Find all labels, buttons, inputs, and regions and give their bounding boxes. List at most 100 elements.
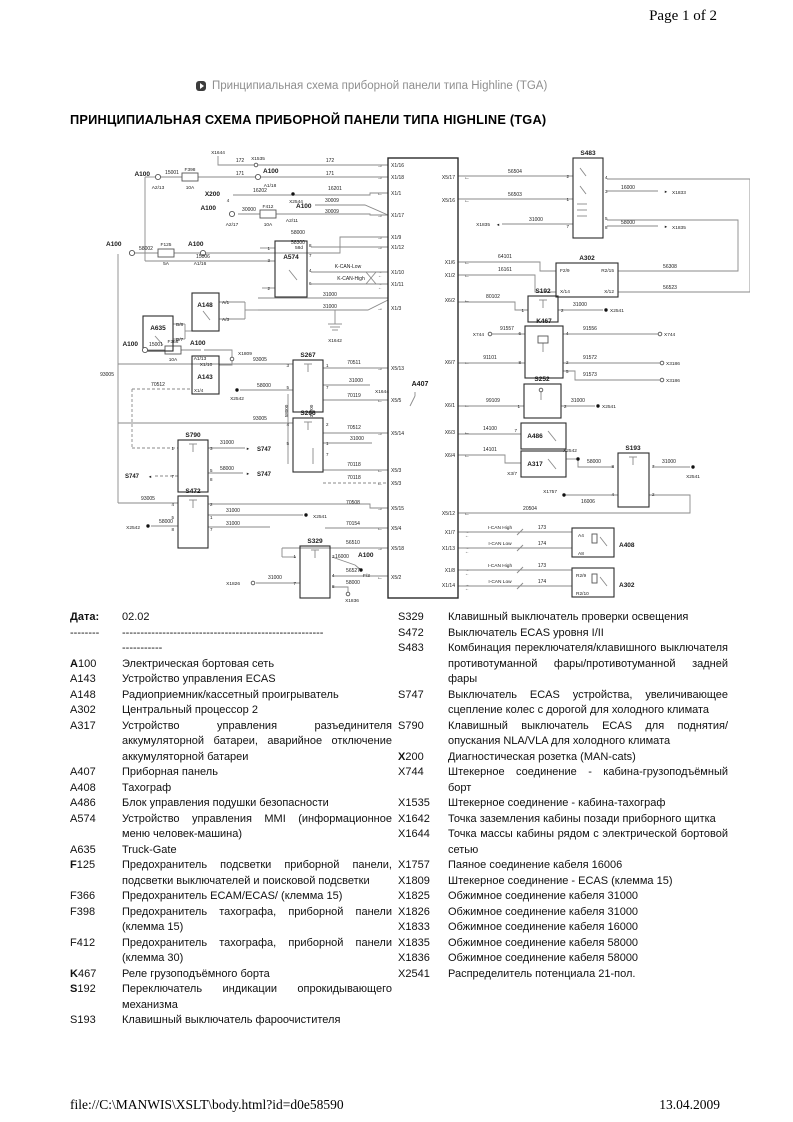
svg-text:X5/12: X5/12 bbox=[442, 511, 455, 517]
svg-text:70511: 70511 bbox=[347, 360, 361, 366]
component-S266 bbox=[292, 417, 324, 473]
svg-text:←: ← bbox=[465, 586, 469, 591]
page-number: Page 1 of 2 bbox=[649, 8, 717, 24]
legend-code: S790 bbox=[398, 719, 424, 732]
svg-text:X3/7: X3/7 bbox=[507, 471, 517, 477]
svg-text:X1/10: X1/10 bbox=[200, 362, 213, 368]
svg-text:X2541: X2541 bbox=[602, 404, 616, 410]
svg-text:X5/14: X5/14 bbox=[391, 431, 404, 437]
svg-text:R2/9: R2/9 bbox=[576, 573, 586, 579]
svg-text:2: 2 bbox=[566, 360, 569, 365]
svg-text:91573: 91573 bbox=[583, 372, 597, 378]
legend-desc: Предохранитель подсветки приборной панел… bbox=[122, 859, 392, 887]
svg-text:X744: X744 bbox=[473, 332, 485, 338]
svg-text:172: 172 bbox=[236, 158, 245, 164]
svg-text:70119: 70119 bbox=[347, 393, 361, 399]
svg-text:2: 2 bbox=[326, 422, 329, 427]
legend-desc: Распределитель потенциала 21-пол. bbox=[448, 967, 636, 980]
legend-desc: Приборная панель bbox=[122, 766, 218, 778]
svg-text:K-CAN-Low: K-CAN-Low bbox=[335, 264, 362, 270]
svg-text:91101: 91101 bbox=[483, 355, 497, 361]
legend-desc: Реле грузоподъёмного борта bbox=[122, 967, 270, 980]
legend-desc: Переключатель индикации опрокидывающего … bbox=[122, 983, 392, 1011]
svg-text:8: 8 bbox=[605, 225, 608, 230]
component-A302 bbox=[555, 262, 619, 298]
svg-text:1: 1 bbox=[210, 515, 213, 520]
svg-text:174: 174 bbox=[538, 579, 547, 585]
svg-text:56527: 56527 bbox=[346, 568, 360, 574]
svg-text:58000: 58000 bbox=[220, 466, 234, 472]
svg-text:F2/9: F2/9 bbox=[560, 268, 570, 274]
legend-desc: Обжимное соединение кабеля 31000 bbox=[448, 905, 639, 918]
legend-desc: Электрическая бортовая сеть bbox=[122, 657, 275, 670]
svg-text:A148: A148 bbox=[197, 302, 213, 309]
svg-text:4: 4 bbox=[227, 198, 230, 203]
svg-text:I-CAN High: I-CAN High bbox=[488, 563, 513, 569]
svg-text:7: 7 bbox=[309, 253, 312, 258]
legend-desc: Комбинация переключателя/клавишного выкл… bbox=[448, 642, 728, 685]
legend-code: S192 bbox=[70, 983, 96, 995]
svg-text:→: → bbox=[377, 213, 383, 219]
legend-code: A317 bbox=[70, 719, 96, 732]
svg-text:A100: A100 bbox=[296, 203, 312, 210]
svg-text:X1/6: X1/6 bbox=[445, 260, 456, 266]
svg-text:171: 171 bbox=[326, 171, 335, 177]
svg-text:X1/10: X1/10 bbox=[391, 270, 404, 276]
svg-text:93005: 93005 bbox=[141, 496, 155, 502]
svg-text:X1826: X1826 bbox=[226, 581, 240, 587]
svg-text:171: 171 bbox=[236, 171, 245, 177]
svg-text:172: 172 bbox=[326, 158, 335, 164]
svg-text:91572: 91572 bbox=[583, 355, 597, 361]
legend-desc: Паяное соединение кабеля 16006 bbox=[448, 859, 623, 871]
svg-text:70154: 70154 bbox=[346, 521, 360, 527]
legend-code: A302 bbox=[70, 704, 96, 716]
svg-text:5A: 5A bbox=[163, 261, 170, 267]
svg-text:F/3: F/3 bbox=[363, 573, 370, 579]
svg-text:X6/2: X6/2 bbox=[445, 298, 456, 304]
legend-divider-row: ----------- bbox=[70, 641, 392, 657]
component-K467 bbox=[524, 325, 564, 379]
svg-text:31000: 31000 bbox=[323, 304, 337, 310]
svg-text:←: ← bbox=[464, 430, 470, 436]
svg-text:B/7: B/7 bbox=[176, 337, 184, 343]
svg-text:5: 5 bbox=[286, 441, 289, 446]
svg-text:8: 8 bbox=[171, 527, 174, 532]
toc-link[interactable]: Принципиальная схема приборной панели ти… bbox=[212, 80, 548, 92]
svg-text:7: 7 bbox=[210, 527, 213, 532]
svg-text:←: ← bbox=[377, 191, 383, 197]
svg-text:←: ← bbox=[464, 511, 470, 517]
svg-text:3: 3 bbox=[210, 446, 213, 451]
legend-desc: Устройство управления разъединителя акку… bbox=[122, 719, 392, 763]
svg-text:X1835: X1835 bbox=[672, 225, 686, 231]
footer: file://C:\MANWIS\XSLT\body.html?id=d0e58… bbox=[70, 1097, 720, 1113]
svg-text:1: 1 bbox=[171, 446, 174, 451]
svg-text:X6/3: X6/3 bbox=[445, 430, 456, 436]
svg-text:58000: 58000 bbox=[257, 383, 271, 389]
svg-text:173: 173 bbox=[538, 525, 547, 531]
legend-code: S472 bbox=[398, 626, 424, 639]
svg-text:→: → bbox=[377, 546, 383, 552]
svg-text:A302: A302 bbox=[579, 255, 595, 262]
svg-text:R2/15: R2/15 bbox=[601, 268, 614, 274]
svg-text:X6/1: X6/1 bbox=[445, 403, 456, 409]
svg-text:X1/11: X1/11 bbox=[391, 282, 404, 288]
svg-text:K467: K467 bbox=[536, 318, 552, 325]
page-title: ПРИНЦИПИАЛЬНАЯ СХЕМА ПРИБОРНОЙ ПАНЕЛИ ТИ… bbox=[70, 112, 547, 127]
svg-text:X5/2: X5/2 bbox=[391, 575, 402, 581]
svg-text:8: 8 bbox=[332, 584, 335, 589]
svg-text:←: ← bbox=[465, 549, 469, 554]
svg-text:3: 3 bbox=[286, 363, 289, 368]
svg-text:3: 3 bbox=[605, 189, 608, 194]
svg-text:A2/17: A2/17 bbox=[226, 222, 239, 228]
svg-text:►: ► bbox=[246, 471, 250, 476]
link-icon[interactable] bbox=[196, 81, 206, 91]
svg-text:S790: S790 bbox=[185, 432, 201, 439]
